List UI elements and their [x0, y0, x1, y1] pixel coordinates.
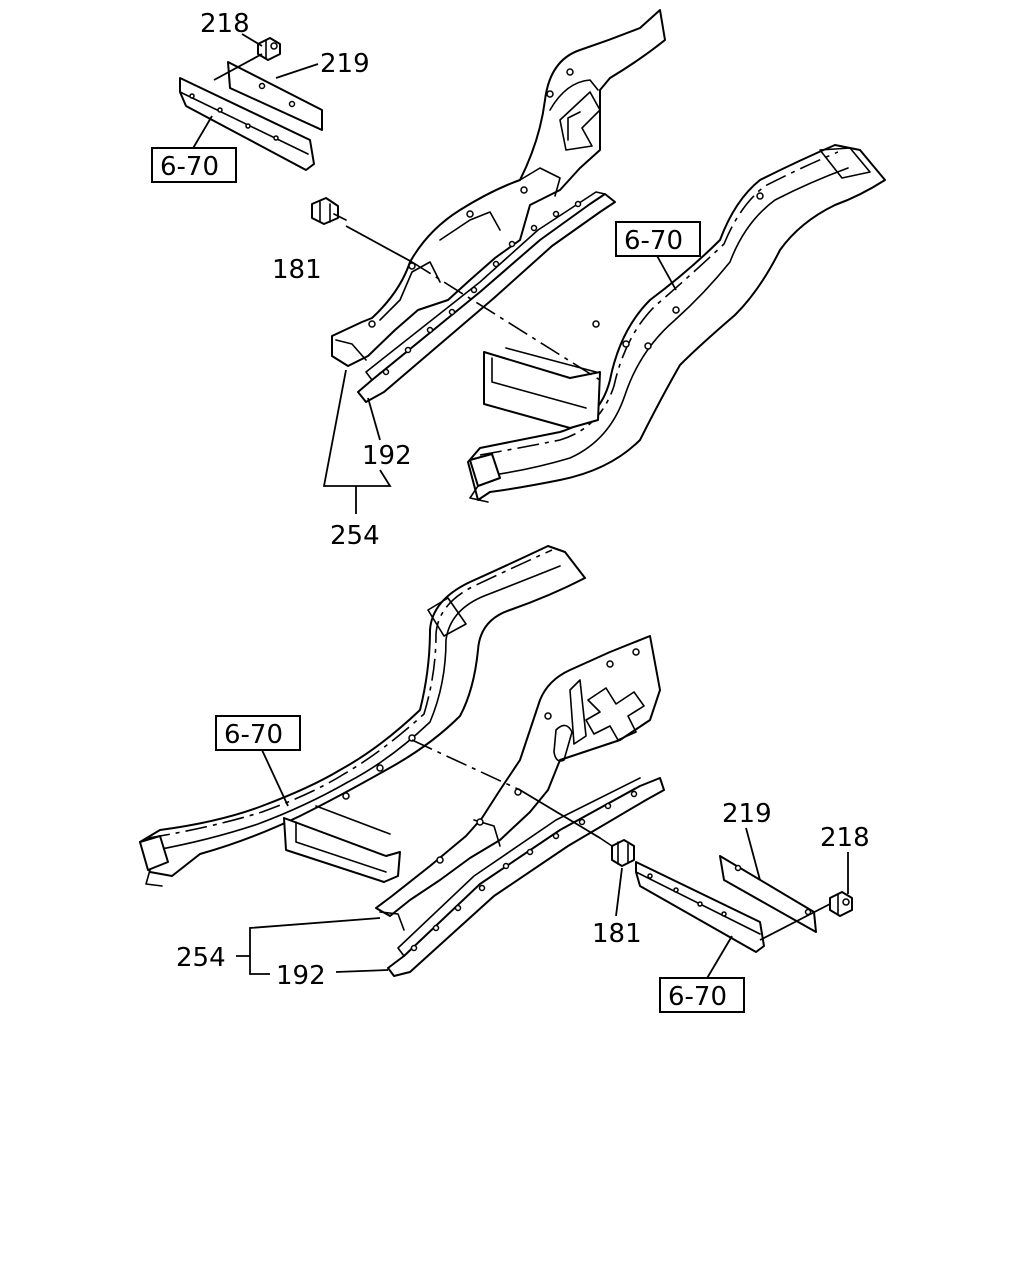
- bottom-label-254: 254: [176, 943, 226, 973]
- top-label-254: 254: [330, 521, 380, 551]
- top-angle-strip: [179, 77, 315, 171]
- top-label-219: 219: [320, 49, 370, 79]
- bottom-label-ref-right: 6-70: [668, 982, 727, 1012]
- top-leader-192: [367, 397, 381, 441]
- bottom-leader-ref-left: [261, 749, 289, 807]
- top-plate-219: [227, 61, 323, 131]
- top-label-218: 218: [200, 9, 250, 39]
- top-bolt-218: [257, 37, 281, 61]
- bottom-label-192: 192: [276, 961, 326, 991]
- top-leader-181: [345, 225, 413, 263]
- top-assembly: 218 219 6-70 181 6-70 192 254: [151, 9, 886, 551]
- bottom-reinforcement-strip: [387, 777, 665, 977]
- top-ref-right-box: [615, 221, 701, 257]
- top-label-192: 192: [362, 441, 412, 471]
- top-leader-ref-right: [655, 253, 677, 291]
- bottom-chassis-frame: [139, 545, 586, 887]
- bottom-angle-strip: [635, 861, 765, 953]
- bottom-label-ref-left: 6-70: [224, 720, 283, 750]
- top-leader-ref-left: [191, 115, 213, 151]
- top-leader-218: [241, 33, 263, 47]
- bottom-label-218: 218: [820, 823, 870, 853]
- bottom-leader-192: [335, 969, 389, 973]
- bottom-assembly: 6-70 219 218 181 254 192 6-70: [139, 545, 870, 1013]
- top-ref-left-box: [151, 147, 237, 183]
- bottom-leader-181-label: [615, 867, 623, 917]
- bottom-label-181: 181: [592, 919, 642, 949]
- bottom-ref-right-box: [659, 977, 745, 1013]
- bottom-leader-192-bracket: [249, 956, 270, 975]
- bottom-bolt-218: [829, 891, 853, 917]
- top-reinforcement-strip: [357, 191, 616, 403]
- bottom-bolt-181: [599, 837, 635, 867]
- bottom-plate-219: [719, 855, 817, 933]
- bottom-leader-219: [745, 827, 761, 881]
- bottom-side-rail-bracket: [375, 635, 661, 931]
- bottom-leader-bolt-plate: [759, 903, 831, 941]
- bottom-centerline: [411, 739, 521, 791]
- top-leader-bolt-plate: [213, 53, 263, 81]
- bottom-ref-left-box: [215, 715, 301, 751]
- top-chassis-frame: [467, 144, 886, 503]
- bottom-label-219: 219: [722, 799, 772, 829]
- top-bolt-181: [311, 197, 347, 225]
- top-leader-219: [275, 63, 319, 79]
- bottom-leader-181: [519, 789, 601, 839]
- top-label-ref-right: 6-70: [624, 226, 683, 256]
- bottom-leader-254-bracket: [236, 917, 381, 957]
- bottom-leader-ref-right: [705, 935, 733, 981]
- top-side-rail-bracket: [331, 9, 666, 367]
- top-label-181: 181: [272, 255, 322, 285]
- top-label-ref-left: 6-70: [160, 152, 219, 182]
- top-leader-254-bracket: [322, 369, 392, 487]
